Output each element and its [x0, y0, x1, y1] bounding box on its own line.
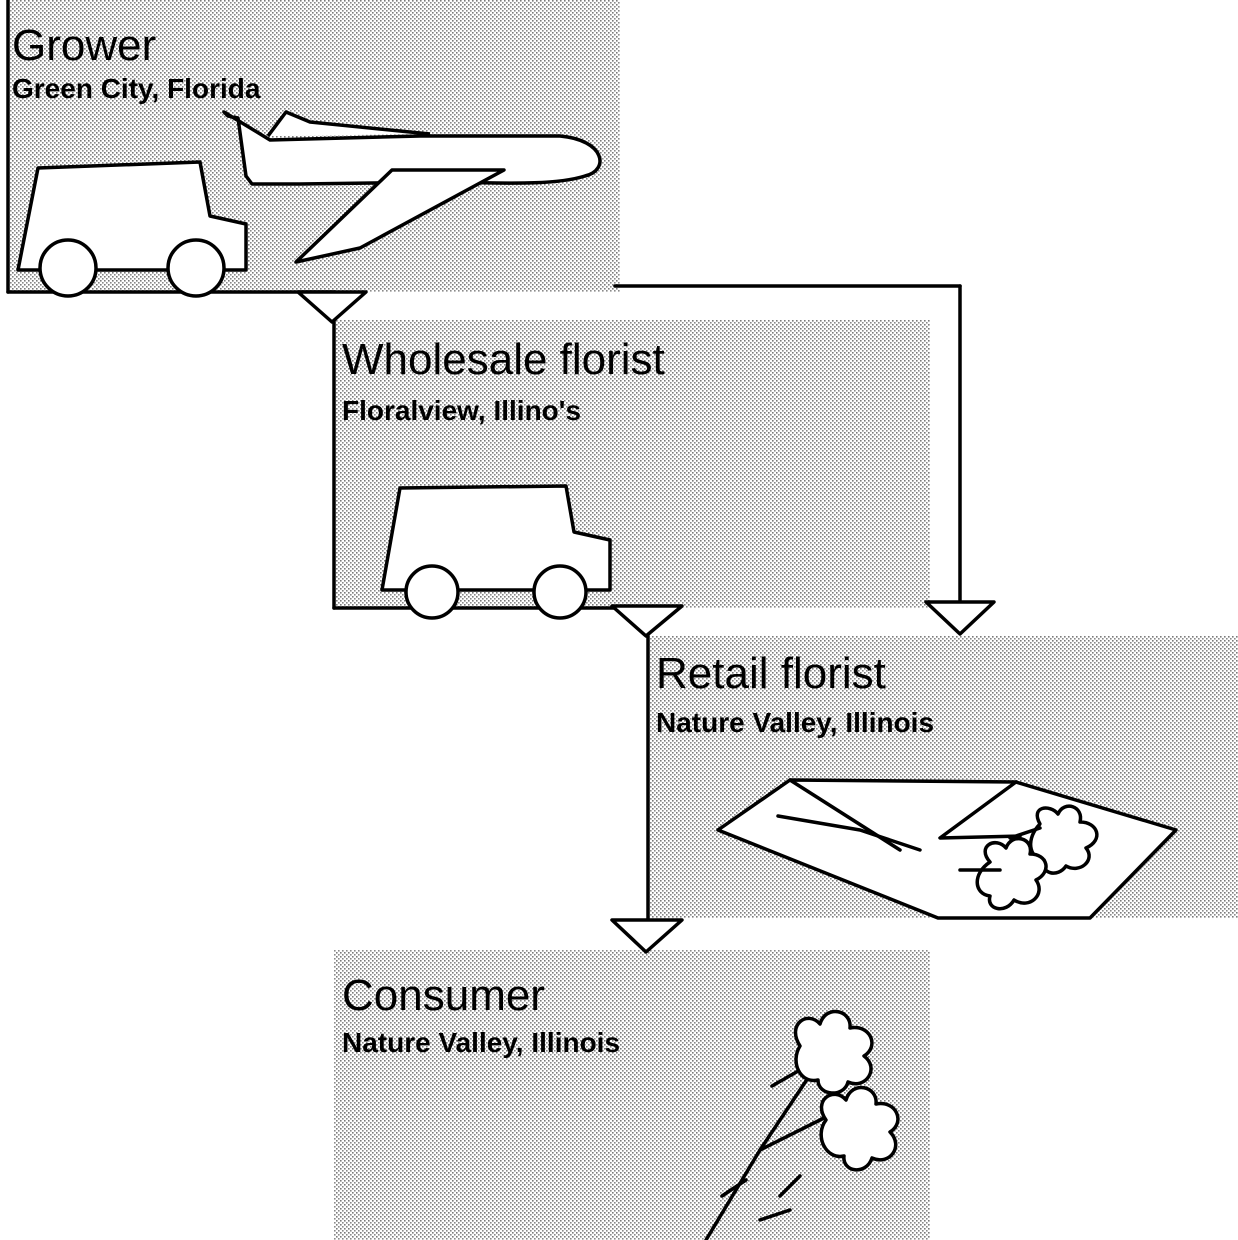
retail-title: Retail florist: [656, 649, 886, 698]
arrow-grower-to-wholesale: [298, 292, 366, 322]
wholesale-title: Wholesale florist: [342, 335, 665, 384]
wholesale-location: Floralview, Illino's: [342, 395, 581, 426]
arrow-grower-to-retail: [926, 602, 994, 634]
retail-location: Nature Valley, Illinois: [656, 707, 934, 738]
arrow-retail-to-consumer: [612, 920, 682, 952]
grower-title: Grower: [12, 21, 156, 70]
consumer-title: Consumer: [342, 971, 545, 1020]
arrow-wholesale-to-retail: [612, 606, 682, 636]
grower-location: Green City, Florida: [12, 73, 261, 104]
consumer-location: Nature Valley, Illinois: [342, 1027, 620, 1058]
